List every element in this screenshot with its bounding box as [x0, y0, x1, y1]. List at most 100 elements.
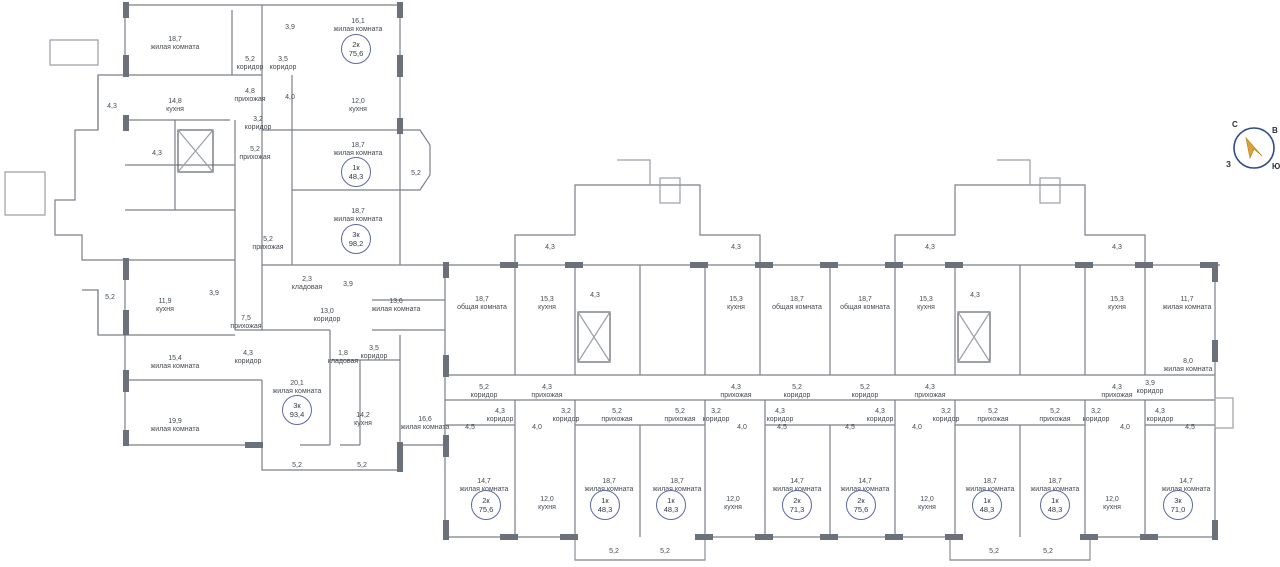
- apartment-type: 2к: [482, 496, 490, 505]
- room-area: 19,9: [168, 418, 182, 425]
- room-name: жилая комната: [1163, 366, 1213, 373]
- apartment-area: 98,2: [348, 239, 364, 248]
- room-area: 5,2: [411, 170, 421, 177]
- room-label: 4,5: [1185, 424, 1195, 432]
- room-label: 4,0: [737, 424, 747, 432]
- room-area: 18,7: [475, 296, 489, 303]
- room-name: кладовая: [327, 358, 359, 365]
- room-name: коридор: [702, 416, 730, 423]
- apartment-area: 48,3: [663, 505, 679, 514]
- room-area: 4,3: [495, 408, 505, 415]
- apartment-area: 48,3: [1047, 505, 1063, 514]
- room-name: коридор: [1082, 416, 1110, 423]
- room-label: 5,2: [660, 548, 670, 556]
- compass-north-label: С: [1232, 120, 1238, 129]
- room-area: 4,3: [775, 408, 785, 415]
- room-area: 4,5: [1185, 424, 1195, 431]
- room-area: 12,0: [351, 98, 365, 105]
- room-area: 8,0: [1183, 358, 1193, 365]
- room-area: 3,2: [711, 408, 721, 415]
- room-area: 3,9: [343, 281, 353, 288]
- room-name: кухня: [156, 306, 174, 313]
- room-name: жилая комната: [965, 486, 1015, 493]
- room-label: 5,2: [609, 548, 619, 556]
- room-name: жилая комната: [150, 44, 200, 51]
- room-label: 4,0: [285, 94, 295, 102]
- apartment-type: 3к: [352, 230, 360, 239]
- room-area: 4,5: [845, 424, 855, 431]
- room-area: 15,3: [1110, 296, 1124, 303]
- room-area: 15,3: [919, 296, 933, 303]
- room-area: 18,7: [858, 296, 872, 303]
- apartment-area: 75,6: [478, 505, 494, 514]
- room-label: 4,3: [731, 244, 741, 252]
- room-area: 5,2: [609, 548, 619, 555]
- room-area: 4,3: [107, 103, 117, 110]
- room-name: жилая комната: [371, 306, 421, 313]
- room-label: 4,3: [590, 292, 600, 300]
- room-name: кладовая: [291, 284, 323, 291]
- room-area: 1,8: [338, 350, 348, 357]
- room-name: кухня: [1108, 304, 1126, 311]
- compass-south-label: Ю: [1272, 162, 1280, 171]
- room-label: 4,5: [845, 424, 855, 432]
- room-area: 7,5: [241, 315, 251, 322]
- apartment-area: 48,3: [979, 505, 995, 514]
- room-area: 5,2: [250, 146, 260, 153]
- room-name: жилая комната: [1161, 486, 1211, 493]
- apartment-type: 1к: [983, 496, 991, 505]
- room-area: 4,3: [731, 244, 741, 251]
- room-name: жилая комната: [333, 26, 383, 33]
- apartment-area: 93,4: [289, 410, 305, 419]
- apartment-type: 1к: [667, 496, 675, 505]
- room-area: 14,8: [168, 98, 182, 105]
- room-name: коридор: [236, 64, 264, 71]
- room-name: прихожая: [1039, 416, 1071, 423]
- room-area: 5,2: [989, 548, 999, 555]
- room-label: 4,3: [545, 244, 555, 252]
- apartment-type: 2к: [793, 496, 801, 505]
- room-area: 5,2: [357, 462, 367, 469]
- room-area: 3,2: [253, 116, 263, 123]
- room-area: 11,7: [1180, 296, 1194, 303]
- room-area: 12,0: [540, 496, 554, 503]
- room-label: 5,2: [411, 170, 421, 178]
- room-area: 5,2: [792, 384, 802, 391]
- room-name: прихожая: [664, 416, 696, 423]
- room-area: 3,9: [209, 290, 219, 297]
- room-area: 4,3: [542, 384, 552, 391]
- room-name: прихожая: [230, 323, 262, 330]
- room-name: прихожая: [252, 244, 284, 251]
- room-area: 3,5: [278, 56, 288, 63]
